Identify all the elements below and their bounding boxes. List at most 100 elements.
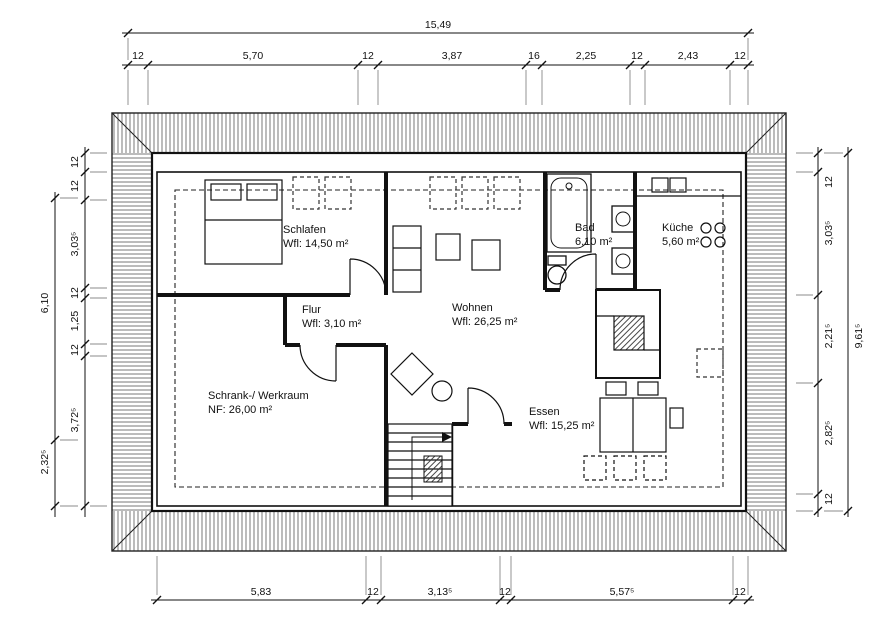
dim-top-7: 2,43 (678, 50, 699, 62)
furniture-schlafen (204, 179, 283, 265)
sink (611, 205, 635, 233)
dim-bottom: 5,83 12 3,13⁵ 12 5,57⁵ 12 (151, 556, 754, 605)
dim-left-5: 12 (69, 344, 81, 356)
witness-lines (796, 152, 843, 512)
pillow (246, 183, 278, 201)
furniture-wohnen (390, 225, 501, 402)
dim-left-6: 3,72⁵ (69, 408, 81, 433)
dim-ticks (50, 193, 60, 511)
dim-right-1: 3,03⁵ (823, 221, 835, 246)
room-label-flur-area: Wfl: 3,10 m² (302, 318, 362, 330)
dim-left-outer-1: 2,32⁵ (39, 450, 51, 475)
dim-top-4: 16 (528, 50, 540, 62)
stair-steps (388, 432, 452, 497)
roof-window (461, 176, 489, 210)
dim-left-outer-0: 6,10 (39, 293, 51, 314)
kitchen-sink (651, 177, 669, 193)
dim-left-3: 12 (69, 287, 81, 299)
room-label-kueche-area: 5,60 m² (662, 236, 700, 248)
dim-ticks (123, 60, 753, 70)
chair-dashed (613, 455, 637, 481)
dim-ticks (152, 595, 753, 605)
armchair (435, 233, 461, 261)
room-labels: Schlafen Wfl: 14,50 m² Bad 6,10 m² Küche… (208, 222, 700, 432)
room-label-kueche-name: Küche (662, 222, 693, 234)
room-label-schlafen-area: Wfl: 14,50 m² (283, 238, 349, 250)
coffee-table (471, 239, 501, 271)
dim-top-0: 12 (132, 50, 144, 62)
roof-window (493, 176, 521, 210)
room-label-essen-area: Wfl: 15,25 m² (529, 420, 595, 432)
witness-lines (60, 152, 107, 507)
furniture-essen (583, 381, 684, 481)
round-table (431, 380, 453, 402)
stair-direction-arrow-icon (442, 432, 452, 442)
dim-bottom-4: 5,57⁵ (610, 586, 635, 598)
roof-window (429, 176, 457, 210)
room-label-essen-name: Essen (529, 406, 560, 418)
dim-bottom-0: 5,83 (251, 586, 272, 598)
dim-ticks (843, 148, 853, 516)
dim-top-3: 3,87 (442, 50, 463, 62)
dim-ticks (80, 148, 90, 511)
bed (204, 179, 283, 265)
stair-shaft-hatch (423, 455, 443, 483)
room-label-bad-name: Bad (575, 222, 595, 234)
chimney-block (595, 289, 661, 379)
room-wohnen: Wohnen Wfl: 26,25 m² (452, 302, 518, 328)
dim-right: 12 3,03⁵ 2,21⁵ 2,82⁵ 12 9,61⁵ (796, 147, 865, 517)
roof-windows (292, 176, 724, 378)
room-essen: Essen Wfl: 15,25 m² (529, 406, 595, 432)
dim-bottom-2: 3,13⁵ (428, 586, 453, 598)
dim-top-2: 12 (362, 50, 374, 62)
door-werkraum (299, 344, 337, 382)
roof-window (696, 348, 724, 378)
kitchen-sink (669, 177, 687, 193)
door-essen (467, 387, 505, 425)
room-label-werkraum-area: NF: 26,00 m² (208, 404, 273, 416)
stairs (387, 423, 453, 507)
witness-lines (127, 38, 749, 105)
chair (637, 381, 659, 396)
side-table (390, 352, 434, 396)
dim-top-1: 5,70 (243, 50, 264, 62)
pillow (210, 183, 242, 201)
chair (669, 407, 684, 429)
room-label-wohnen-name: Wohnen (452, 302, 493, 314)
room-label-flur-name: Flur (302, 304, 321, 316)
room-label-bad-area: 6,10 m² (575, 236, 613, 248)
door-schlafen (349, 258, 387, 296)
dim-right-total: 9,61⁵ (853, 324, 865, 349)
dim-bottom-3: 12 (499, 586, 511, 598)
dim-left-2: 3,03⁵ (69, 232, 81, 257)
chair-dashed (643, 455, 667, 481)
chair (605, 381, 627, 396)
toilet-icon (547, 265, 567, 285)
fixtures-kueche (635, 177, 741, 248)
sofa (392, 225, 422, 293)
dim-left-1: 12 (69, 180, 81, 192)
room-bad: Bad 6,10 m² (575, 222, 613, 248)
dim-left: 12 12 3,03⁵ 12 1,25 12 3,72⁵ 6,10 2,32⁵ (39, 147, 107, 517)
dim-ticks (123, 28, 753, 38)
toilet-tank (547, 255, 567, 266)
dim-right-2: 2,21⁵ (823, 324, 835, 349)
doors (299, 253, 597, 425)
stair-walk-line (411, 436, 442, 500)
roof-overhang-band (111, 112, 787, 552)
stove-icon (700, 222, 726, 248)
sink (611, 247, 635, 275)
dim-top: 15,49 12 5,70 12 3,87 16 2,25 12 2,43 12 (122, 19, 754, 105)
dim-right-3: 2,82⁵ (823, 421, 835, 446)
room-label-schlafen-name: Schlafen (283, 224, 326, 236)
dim-left-0: 12 (69, 156, 81, 168)
dim-top-6: 12 (631, 50, 643, 62)
dim-top-8: 12 (734, 50, 746, 62)
room-label-werkraum-name: Schrank-/ Werkraum (208, 390, 309, 402)
bathtub (546, 173, 592, 253)
roof-window (292, 176, 320, 210)
room-kueche: Küche 5,60 m² (662, 222, 700, 248)
witness-lines (156, 556, 749, 595)
